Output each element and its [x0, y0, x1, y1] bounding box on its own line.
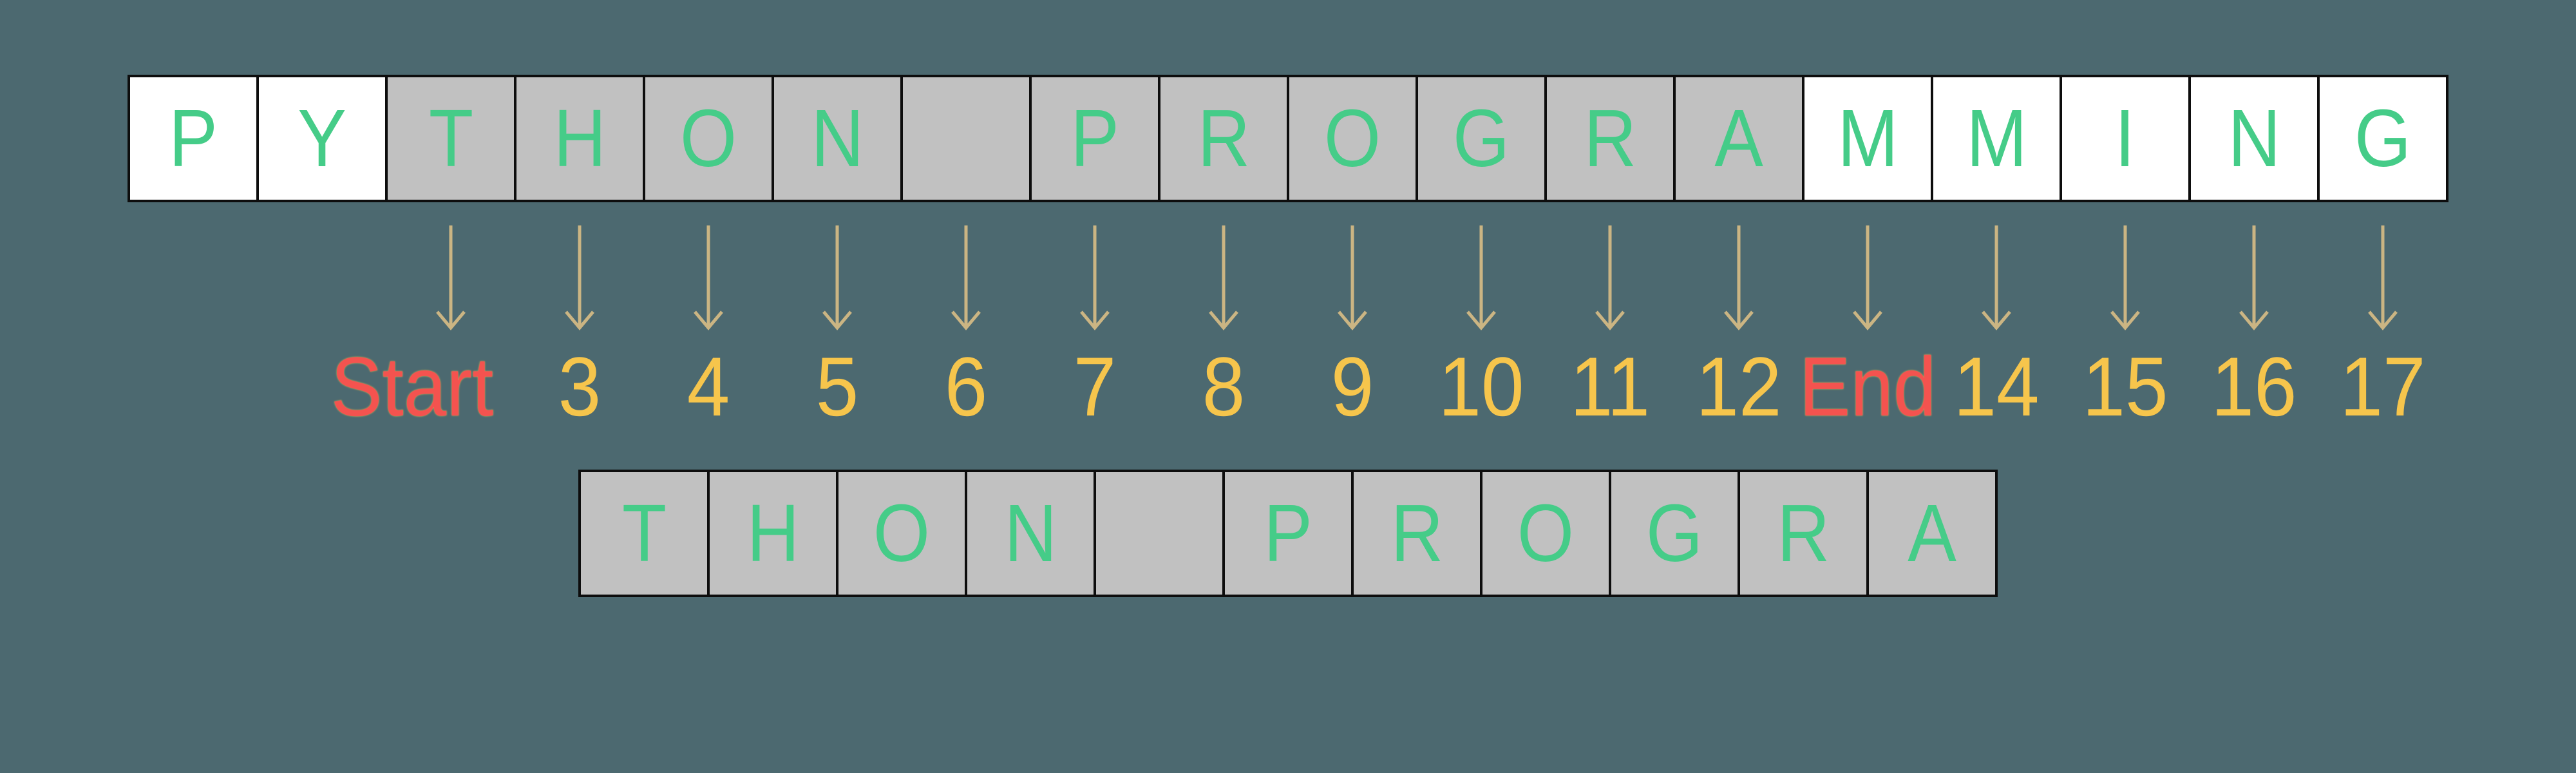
down-arrow-icon [1080, 225, 1110, 330]
index-label-12: 12 [1696, 339, 1782, 434]
index-label-8: 8 [1202, 339, 1245, 434]
down-arrow-icon [1338, 225, 1367, 330]
source-cell-10: G [1418, 77, 1547, 200]
index-label-6: 6 [944, 339, 988, 434]
source-char: I [2115, 93, 2136, 184]
source-cell-14: M [1933, 77, 2062, 200]
result-cell-8: G [1611, 472, 1740, 595]
down-arrow-icon [565, 225, 594, 330]
result-cell-5: P [1225, 472, 1354, 595]
index-label-11: 11 [1569, 339, 1651, 434]
index-label-5: 5 [815, 339, 859, 434]
source-cell-7: P [1032, 77, 1160, 200]
result-char: R [1777, 488, 1830, 578]
source-cell-12: A [1676, 77, 1804, 200]
result-char: G [1645, 488, 1703, 578]
source-char: M [1837, 93, 1899, 184]
result-cell-6: R [1354, 472, 1482, 595]
source-char: O [1323, 93, 1381, 184]
source-char: M [1965, 93, 2027, 184]
result-char: R [1390, 488, 1443, 578]
source-cell-17: G [2320, 77, 2446, 200]
down-arrow-icon [822, 225, 852, 330]
down-arrow-icon [1209, 225, 1238, 330]
index-label-7: 7 [1073, 339, 1117, 434]
result-char: T [621, 488, 667, 578]
down-arrow-icon [1853, 225, 1882, 330]
source-char: P [1070, 93, 1119, 184]
source-cell-16: N [2191, 77, 2320, 200]
down-arrow-icon [1595, 225, 1625, 330]
source-char: G [2354, 93, 2412, 184]
result-cell-9: R [1740, 472, 1869, 595]
result-cell-3: N [967, 472, 1096, 595]
down-arrow-icon [1466, 225, 1496, 330]
result-cell-0: T [581, 472, 710, 595]
result-char: N [1004, 488, 1057, 578]
result-cell-4 [1096, 472, 1225, 595]
start-marker-label: Start [330, 339, 494, 434]
source-char: P [169, 93, 218, 184]
source-cell-0: P [130, 77, 259, 200]
index-label-4: 4 [687, 339, 730, 434]
index-label-10: 10 [1438, 339, 1524, 434]
source-char: H [553, 93, 606, 184]
down-arrow-icon [951, 225, 981, 330]
source-cell-8: R [1160, 77, 1289, 200]
source-cell-11: R [1547, 77, 1676, 200]
down-arrow-icon [2239, 225, 2269, 330]
index-label-3: 3 [558, 339, 601, 434]
index-label-14: 14 [1953, 339, 2040, 434]
result-char: H [746, 488, 799, 578]
source-char: N [811, 93, 864, 184]
result-cell-7: O [1482, 472, 1611, 595]
end-marker-label: End [1799, 339, 1937, 434]
source-char: T [428, 93, 473, 184]
result-char: P [1264, 488, 1312, 578]
source-char: R [1197, 93, 1250, 184]
source-cell-3: H [516, 77, 645, 200]
index-label-16: 16 [2211, 339, 2297, 434]
down-arrow-icon [2110, 225, 2140, 330]
source-char [956, 98, 976, 179]
down-arrow-icon [1724, 225, 1754, 330]
source-cell-9: O [1289, 77, 1418, 200]
down-arrow-icon [2368, 225, 2398, 330]
result-cell-1: H [710, 472, 838, 595]
source-char: R [1584, 93, 1636, 184]
source-cell-5: N [774, 77, 903, 200]
down-arrow-icon [1982, 225, 2011, 330]
result-char: O [1517, 488, 1575, 578]
index-label-9: 9 [1331, 339, 1374, 434]
source-char: O [679, 93, 737, 184]
source-char: A [1714, 93, 1763, 184]
result-char: A [1908, 488, 1956, 578]
source-cell-2: T [388, 77, 516, 200]
down-arrow-icon [436, 225, 466, 330]
index-label-15: 15 [2082, 339, 2168, 434]
source-cell-15: I [2062, 77, 2191, 200]
down-arrow-icon [694, 225, 723, 330]
result-cell-2: O [838, 472, 967, 595]
source-cell-6 [903, 77, 1032, 200]
source-char: Y [298, 93, 346, 184]
result-char: O [873, 488, 931, 578]
result-char [1149, 493, 1170, 574]
source-char: N [2228, 93, 2280, 184]
source-cell-4: O [645, 77, 774, 200]
source-cell-13: M [1804, 77, 1933, 200]
source-char: G [1452, 93, 1510, 184]
index-label-17: 17 [2340, 339, 2426, 434]
result-cell-10: A [1869, 472, 1995, 595]
source-cell-1: Y [259, 77, 388, 200]
